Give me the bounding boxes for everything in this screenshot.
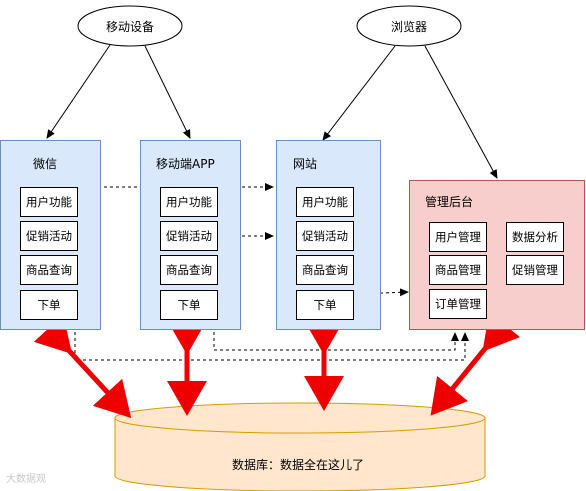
arrow-browser-to-website: [322, 45, 396, 141]
wechat-item: 用户功能: [20, 187, 78, 217]
mobile-app-item: 用户功能: [160, 187, 218, 217]
red-arrow-wechat-db: [33, 314, 132, 419]
wechat-item: 下单: [20, 290, 78, 320]
mobile-device-node: [77, 5, 183, 47]
website-item: 用户功能: [296, 187, 354, 217]
website-item: 促销活动: [296, 221, 354, 251]
dashed-wechat-to-admin: [74, 320, 469, 361]
wechat-item: 促销活动: [20, 221, 78, 251]
mobile-app-title: 移动端APP: [156, 157, 215, 171]
browser-label: 浏览器: [390, 19, 427, 34]
website-item: 下单: [296, 290, 354, 320]
admin-item: 数据分析: [506, 222, 564, 252]
database-cylinder-body: [114, 418, 486, 491]
admin-item: 用户管理: [429, 222, 487, 252]
mobile-app-item: 商品查询: [160, 255, 218, 285]
mobile-device-label: 移动设备: [105, 19, 154, 34]
website-title: 网站: [293, 157, 318, 171]
database-label: 数据库：数据全在这儿了: [232, 458, 365, 472]
mobile-app-item: 下单: [160, 290, 218, 320]
red-arrow-admin-db: [430, 311, 521, 416]
watermark: 大数据观: [6, 474, 46, 485]
database-cylinder-top: [114, 402, 486, 434]
admin-item: 促销管理: [506, 255, 564, 285]
arrow-device-to-app: [144, 45, 191, 139]
mobile-app-item: 促销活动: [160, 221, 218, 251]
arrow-browser-to-admin: [424, 45, 498, 179]
admin-item: 订单管理: [429, 289, 487, 319]
arrow-device-to-wechat: [46, 44, 111, 139]
wechat-item: 商品查询: [20, 255, 78, 285]
wechat-title: 微信: [33, 157, 58, 171]
website-item: 商品查询: [296, 255, 354, 285]
admin-title: 管理后台: [425, 195, 474, 209]
admin-item: 商品管理: [429, 255, 487, 285]
browser-node: [356, 5, 462, 47]
